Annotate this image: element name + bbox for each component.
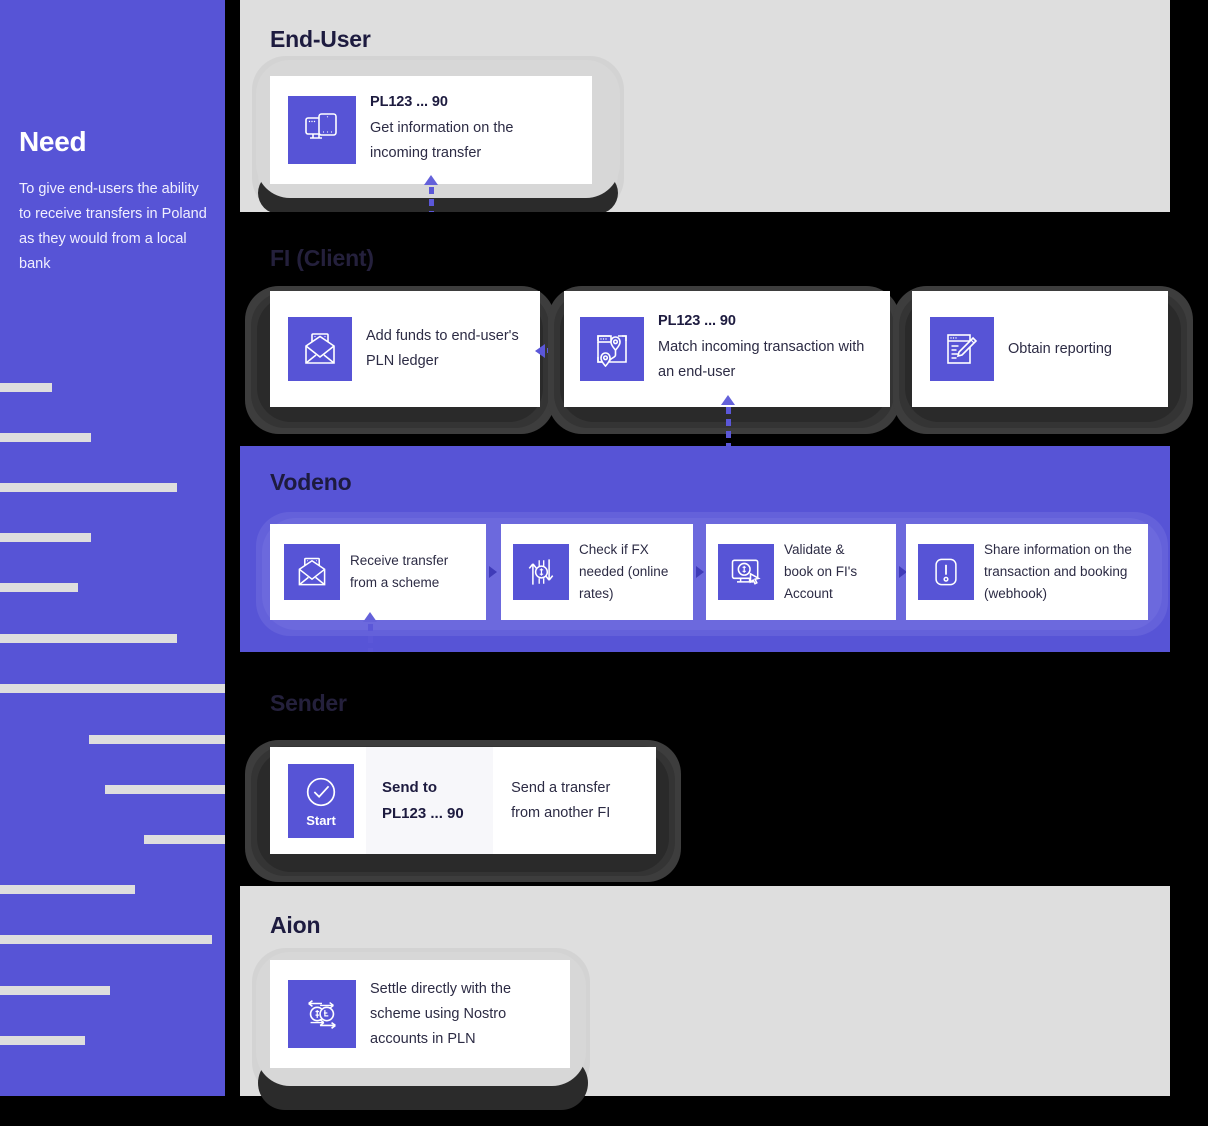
arrow-up-icon (721, 395, 735, 405)
card-fi-obtain-reporting[interactable]: Obtain reporting (912, 291, 1168, 407)
card-text: Validate & book on FI's Account (774, 539, 886, 605)
card-description: Settle directly with the scheme using No… (370, 980, 512, 1047)
card-text: Obtain reporting (994, 337, 1126, 362)
sidebar-placeholder-line (105, 785, 225, 794)
arrow-left-icon (535, 344, 545, 358)
sidebar-description: To give end-users the ability to receive… (19, 181, 207, 272)
card-sender-send-transfer[interactable]: Start Send to PL123 ... 90 Send a transf… (270, 747, 656, 854)
card-text: PL123 ... 90 Get information on the inco… (356, 94, 569, 166)
card-description: Receive transfer from a scheme (350, 553, 449, 590)
card-aion-settle[interactable]: Settle directly with the scheme using No… (270, 960, 570, 1068)
section-label-vodeno: Vodeno (270, 469, 352, 495)
chevron-right-icon (489, 566, 497, 578)
card-vodeno-check-fx[interactable]: Check if FX needed (online rates) (501, 524, 693, 620)
connector-dotted-vertical (368, 624, 373, 676)
send-to-label: Send to PL123 ... 90 (366, 747, 494, 854)
devices-icon (288, 96, 356, 164)
report-pencil-icon (930, 317, 994, 381)
sidebar-placeholder-line (0, 433, 91, 442)
sidebar-placeholder-line (0, 583, 78, 592)
fx-arrows-icon (513, 544, 569, 600)
envelope-money-icon (288, 317, 352, 381)
section-label-sender: Sender (270, 690, 347, 716)
card-description: Obtain reporting (1008, 340, 1112, 357)
sidebar-placeholder-line (0, 684, 225, 693)
card-title: PL123 ... 90 (370, 94, 448, 110)
card-description: Match incoming transaction with an end-u… (658, 339, 865, 380)
check-circle-icon (302, 773, 340, 811)
chevron-right-icon (899, 566, 907, 578)
sidebar: Need To give end-users the ability to re… (0, 0, 225, 1096)
sidebar-placeholder-line (0, 533, 91, 542)
chevron-right-icon (696, 566, 704, 578)
card-text: Receive transfer from a scheme (340, 550, 478, 594)
card-text: PL123 ... 90 Match incoming transaction … (644, 313, 884, 385)
start-badge-label: Start (306, 813, 336, 828)
sidebar-placeholder-line (0, 1036, 85, 1045)
sidebar-placeholder-line (0, 986, 110, 995)
send-to-text: Send to PL123 ... 90 (382, 778, 464, 822)
section-label-aion: Aion (270, 912, 321, 938)
currency-exchange-pln-icon (288, 980, 356, 1048)
card-vodeno-share-information[interactable]: Share information on the transaction and… (906, 524, 1148, 620)
sidebar-placeholder-line (89, 735, 225, 744)
card-text: Check if FX needed (online rates) (569, 539, 689, 605)
card-description: Check if FX needed (online rates) (579, 542, 669, 601)
card-text: Add funds to end-user's PLN ledger (352, 324, 535, 374)
start-badge: Start (288, 763, 354, 838)
alert-exclamation-icon (918, 544, 974, 600)
monitor-coin-cursor-icon (718, 544, 774, 600)
envelope-money-icon (284, 544, 340, 600)
arrow-up-icon (424, 175, 438, 185)
card-end-user-get-info[interactable]: PL123 ... 90 Get information on the inco… (270, 76, 592, 184)
sidebar-placeholder-line (0, 634, 177, 643)
match-pins-icon (580, 317, 644, 381)
connector-dotted-vertical (726, 407, 731, 447)
sidebar-placeholder-line (0, 935, 212, 944)
arrow-up-icon (363, 612, 377, 622)
sidebar-title: Need (19, 126, 87, 157)
section-label-end-user: End-User (270, 26, 371, 52)
sidebar-placeholder-line (144, 835, 225, 844)
sidebar-placeholder-line (0, 483, 177, 492)
card-description: Share information on the transaction and… (984, 542, 1132, 601)
card-description: Get information on the incoming transfer (370, 120, 514, 161)
sidebar-placeholder-line (0, 885, 135, 894)
card-fi-match-transaction[interactable]: PL123 ... 90 Match incoming transaction … (564, 291, 890, 407)
card-text: Settle directly with the scheme using No… (356, 977, 562, 1052)
card-vodeno-receive-transfer[interactable]: Receive transfer from a scheme (270, 524, 486, 620)
card-description: Add funds to end-user's PLN ledger (366, 328, 519, 369)
card-fi-add-funds[interactable]: Add funds to end-user's PLN ledger (270, 291, 540, 407)
card-text: Share information on the transaction and… (974, 539, 1148, 605)
sidebar-placeholder-line (0, 383, 52, 392)
card-title: PL123 ... 90 (658, 313, 736, 329)
card-description: Send a transfer from another FI (511, 779, 611, 821)
card-text: Send a transfer from another FI (493, 776, 656, 826)
card-vodeno-validate-book[interactable]: Validate & book on FI's Account (706, 524, 896, 620)
section-label-fi-client: FI (Client) (270, 245, 374, 271)
card-description: Validate & book on FI's Account (784, 542, 858, 601)
